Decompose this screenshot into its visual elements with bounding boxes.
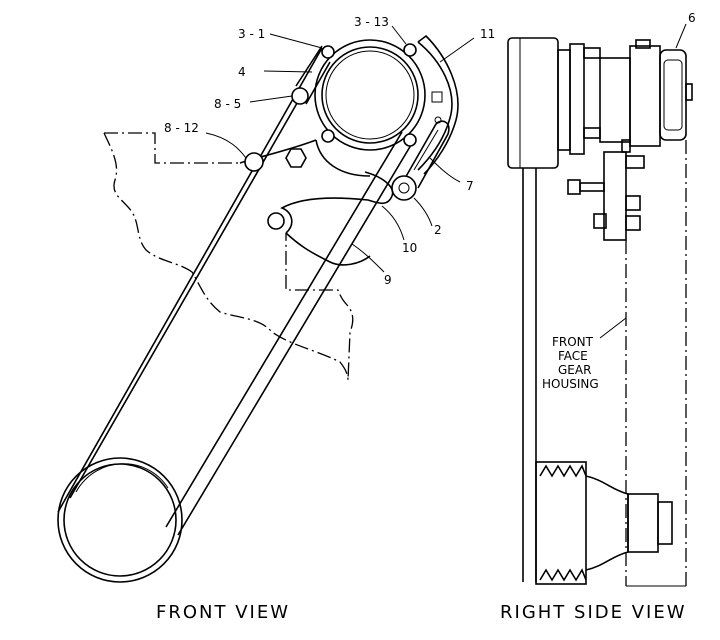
front-view bbox=[57, 34, 459, 583]
caption-front-view: FRONT VIEW bbox=[156, 602, 290, 623]
pivot-bolt-2-inner bbox=[398, 182, 410, 194]
labels: 3 - 1 3 - 13 11 4 8 - 5 8 - 12 7 2 10 9 … bbox=[156, 11, 696, 623]
leader-lines bbox=[205, 23, 687, 273]
side-crank-teeth-bottom bbox=[539, 568, 587, 582]
side-bracket bbox=[603, 151, 627, 241]
side-bolt-bottom bbox=[583, 127, 601, 139]
housing-note-line-2: FACE bbox=[558, 349, 588, 363]
housing-note-line-3: GEAR bbox=[558, 363, 591, 377]
side-crank-pulley bbox=[535, 461, 587, 585]
guard-slot bbox=[431, 91, 443, 103]
side-bracket-bolt-1-shaft bbox=[579, 182, 605, 192]
leader-9 bbox=[351, 243, 385, 273]
housing-note-line-1: FRONT bbox=[552, 335, 594, 349]
label-10: 10 bbox=[402, 241, 417, 255]
right-side-view bbox=[507, 37, 693, 587]
pump-shaft-ring bbox=[325, 50, 415, 140]
label-9: 9 bbox=[384, 273, 392, 287]
label-11: 11 bbox=[480, 27, 495, 41]
leader-10 bbox=[381, 205, 405, 241]
side-bracket-bolt-2 bbox=[593, 213, 607, 229]
side-bracket-bolt-1 bbox=[567, 179, 581, 195]
side-crank-bolt bbox=[657, 501, 673, 545]
side-pump-case bbox=[629, 45, 661, 147]
housing-note-leader bbox=[599, 317, 627, 339]
adjusting-link bbox=[403, 120, 450, 189]
bolt-lower-right bbox=[403, 133, 417, 147]
side-crank-damper bbox=[627, 493, 659, 553]
side-flange bbox=[569, 43, 585, 155]
belt-guard-inner bbox=[417, 34, 459, 175]
pivot-bolt-2-outer bbox=[391, 175, 417, 201]
side-bracket-nut-1 bbox=[625, 195, 641, 211]
bracket-lower-arc bbox=[285, 232, 371, 266]
side-bracket-stub bbox=[625, 155, 645, 169]
v-belt-left-strand bbox=[57, 47, 323, 513]
bolt-3-1 bbox=[321, 45, 335, 59]
bolt-lower-bracket bbox=[267, 212, 285, 230]
leader-11 bbox=[439, 37, 475, 63]
housing-note-line-4: HOUSING bbox=[542, 377, 599, 391]
leader-3-13 bbox=[391, 25, 407, 45]
label-4: 4 bbox=[238, 65, 246, 79]
leader-2 bbox=[413, 197, 433, 227]
label-3-13: 3 - 13 bbox=[354, 15, 389, 29]
side-crank-hub bbox=[585, 475, 629, 571]
side-pulley bbox=[507, 37, 559, 169]
label-8-12: 8 - 12 bbox=[164, 121, 199, 135]
side-top-nub bbox=[635, 39, 651, 49]
bolt-3-13 bbox=[403, 43, 417, 57]
bolt-lower-left bbox=[321, 129, 335, 143]
side-bracket-top-nut bbox=[621, 139, 631, 153]
side-crank-teeth-top bbox=[539, 464, 587, 478]
v-belt-right-strand-inner bbox=[165, 131, 403, 528]
side-hub bbox=[557, 49, 571, 151]
leader-8-5 bbox=[249, 95, 293, 103]
crank-pulley-groove bbox=[75, 463, 169, 493]
crank-pulley-outer bbox=[57, 457, 183, 583]
side-plug bbox=[685, 83, 693, 101]
engine-block-outline bbox=[103, 132, 354, 381]
side-bolt-top bbox=[583, 47, 601, 59]
label-8-5: 8 - 5 bbox=[214, 97, 241, 111]
bolt-8-5 bbox=[291, 87, 309, 105]
leader-8-12 bbox=[205, 132, 247, 159]
hex-nut bbox=[285, 148, 307, 168]
strap-4 bbox=[295, 45, 331, 105]
label-3-1: 3 - 1 bbox=[238, 27, 265, 41]
pump-housing bbox=[314, 39, 426, 151]
leader-6 bbox=[675, 23, 687, 49]
side-pump-body bbox=[599, 57, 631, 143]
label-2: 2 bbox=[434, 223, 442, 237]
side-bracket-nut-2 bbox=[625, 215, 641, 231]
leader-4 bbox=[263, 70, 313, 73]
belt-guard bbox=[417, 41, 453, 171]
v-belt-left-strand-inner bbox=[69, 97, 301, 499]
bolt-8-12 bbox=[244, 152, 264, 172]
v-belt-right-strand bbox=[177, 139, 415, 536]
leader-7 bbox=[429, 157, 461, 183]
pump-pulley bbox=[321, 46, 419, 144]
side-cap-ring bbox=[663, 59, 683, 131]
crank-pulley-inner bbox=[63, 463, 177, 577]
label-6: 6 bbox=[688, 11, 696, 25]
adjusting-slot bbox=[413, 129, 439, 171]
caption-right-side-view: RIGHT SIDE VIEW bbox=[500, 602, 687, 623]
leader-3-1 bbox=[269, 33, 323, 49]
label-7: 7 bbox=[466, 179, 474, 193]
